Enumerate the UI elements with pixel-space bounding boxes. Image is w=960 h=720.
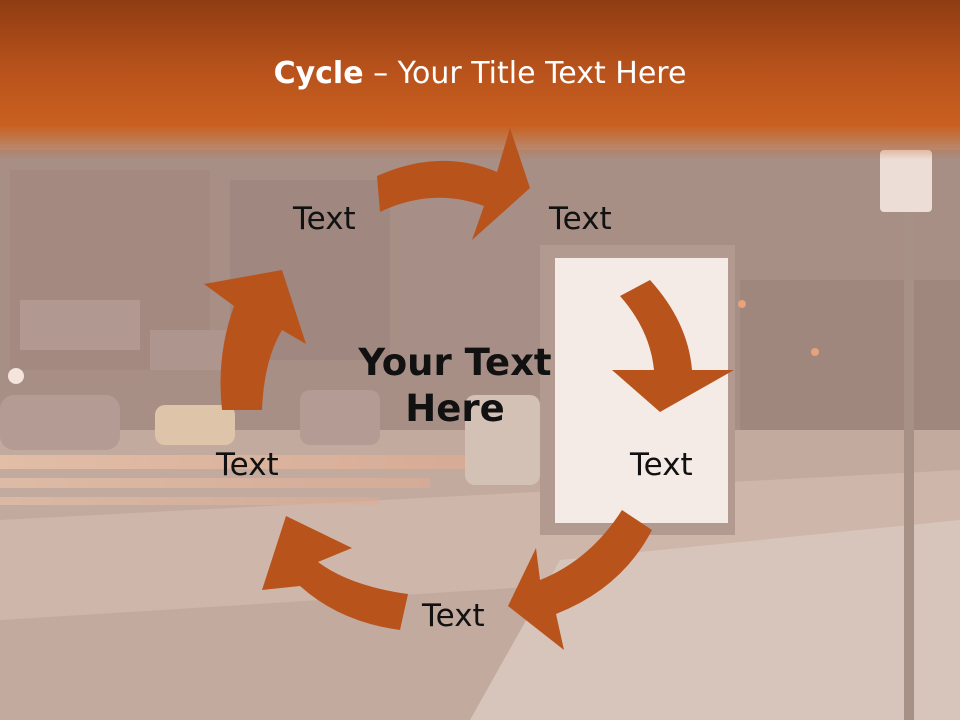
cycle-node-left: Text: [216, 447, 279, 483]
cycle-node-bottom: Text: [422, 598, 485, 634]
title-bold: Cycle: [273, 56, 364, 91]
title-dash: –: [363, 56, 398, 91]
center-text-line-2: Here: [405, 387, 505, 431]
cycle-arrow-1: [377, 128, 530, 240]
cycle-node-top-left: Text: [293, 201, 356, 237]
cycle-arrow-2: [612, 280, 734, 412]
title-band: [0, 0, 960, 160]
cycle-arrow-5: [204, 270, 306, 410]
center-text-line-1: Your Text: [358, 341, 552, 384]
title-rest: Your Title Text Here: [397, 56, 687, 91]
cycle-arrow-4: [262, 516, 408, 630]
cycle-arrow-3: [508, 510, 652, 650]
slide-title: Cycle – Your Title Text Here: [0, 56, 960, 91]
center-text: Your Text Here: [340, 340, 570, 433]
cycle-node-top-right: Text: [549, 201, 612, 237]
cycle-node-right: Text: [630, 447, 693, 483]
